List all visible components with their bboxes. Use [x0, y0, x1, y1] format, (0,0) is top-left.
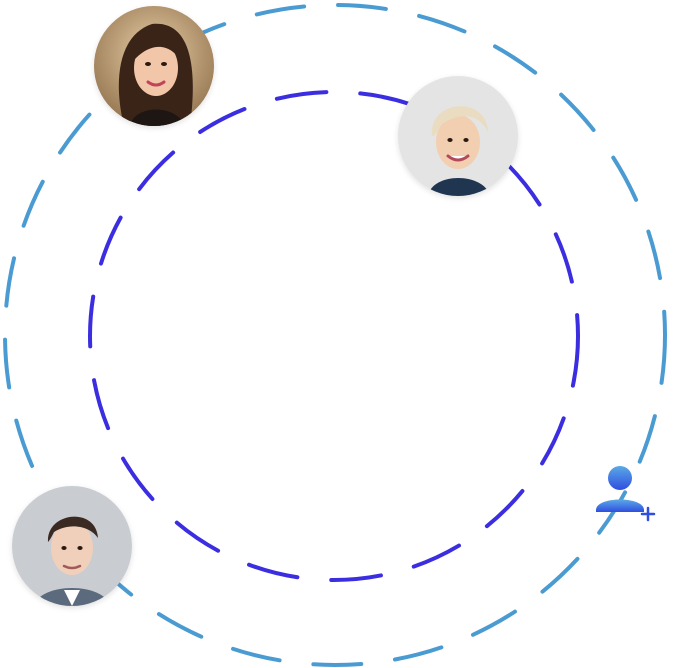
add-user-button[interactable]	[592, 462, 656, 526]
user-avatar-top-right[interactable]	[398, 76, 518, 196]
outer-orbit-ring	[3, 3, 667, 667]
man-portrait-icon	[12, 486, 132, 606]
woman-portrait-icon	[398, 76, 518, 196]
user-avatar-top-left[interactable]	[94, 6, 214, 126]
user-avatar-bottom-left[interactable]	[12, 486, 132, 606]
inner-orbit-ring	[88, 90, 580, 582]
add-user-icon	[596, 466, 656, 522]
woman-portrait-icon	[94, 6, 214, 126]
